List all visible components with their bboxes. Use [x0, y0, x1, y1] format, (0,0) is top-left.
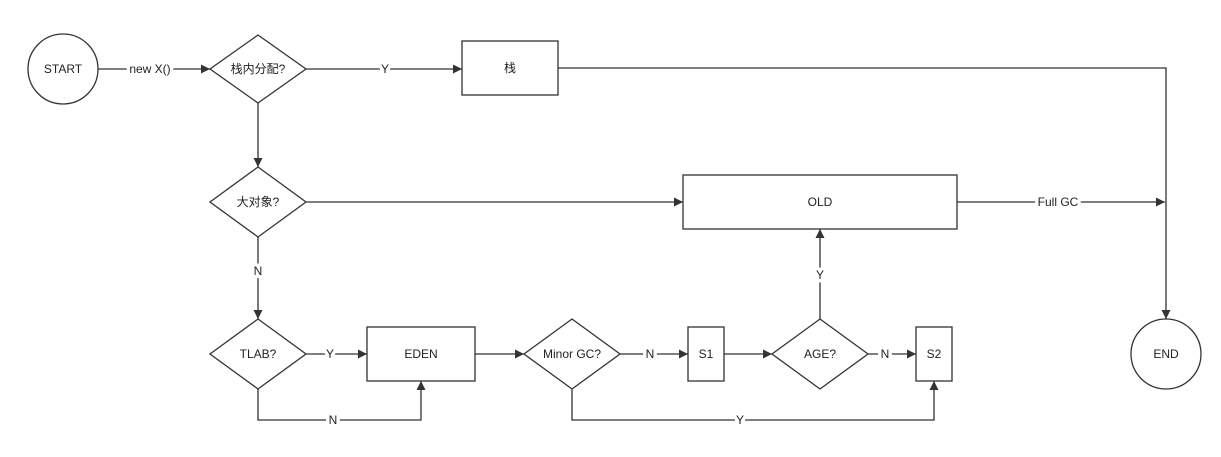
big-object-diamond: [208, 166, 308, 238]
edges: [98, 64, 1171, 421]
node-age-decision: AGE?: [770, 318, 870, 390]
edge-label-big-object-no: N: [254, 264, 263, 278]
s1-label: S1: [699, 347, 714, 361]
s1-box: [687, 326, 725, 382]
s2-label: S2: [927, 347, 942, 361]
minor-gc-label: Minor GC?: [543, 347, 601, 361]
node-tlab-decision: TLAB?: [208, 318, 308, 390]
edge-label-stack-alloc-yes: Y: [381, 62, 389, 76]
tlab-diamond: [208, 318, 308, 390]
node-s2: S2: [915, 326, 953, 382]
node-minor-gc-decision: Minor GC?: [522, 318, 622, 390]
edge-label-tlab-no: N: [329, 413, 338, 427]
end-label: END: [1153, 347, 1179, 361]
node-eden: EDEN: [366, 326, 476, 382]
stack-alloc-label: 栈内分配?: [231, 61, 286, 76]
edge-label-full-gc: Full GC: [1038, 195, 1079, 209]
node-old: OLD: [682, 174, 958, 230]
end-terminal: [1130, 318, 1202, 390]
node-big-object-decision: 大对象?: [208, 166, 308, 238]
eden-box: [366, 326, 476, 382]
edge-stack-to-end: [558, 67, 1171, 319]
edge-label-age-yes: Y: [816, 268, 824, 282]
old-box: [682, 174, 958, 230]
edge-tlab-no-to-eden: [257, 381, 426, 421]
edge-label-new-x: new X(): [129, 62, 170, 76]
big-object-label: 大对象?: [237, 195, 280, 209]
age-diamond: [770, 318, 870, 390]
node-start: START: [27, 33, 99, 105]
edge-labels: new X() Y Full GC N Y N N N Y Y: [126, 59, 1082, 431]
stack-label: 栈: [504, 60, 516, 75]
minor-gc-diamond: [522, 318, 622, 390]
node-stack: 栈: [461, 40, 559, 96]
stack-alloc-diamond: [208, 34, 308, 104]
node-stack-alloc-decision: 栈内分配?: [208, 34, 308, 104]
start-terminal: [27, 33, 99, 105]
start-label: START: [44, 62, 83, 76]
old-label: OLD: [808, 195, 833, 209]
eden-label: EDEN: [404, 347, 437, 361]
stack-box: [461, 40, 559, 96]
node-s1: S1: [687, 326, 725, 382]
edge-minor-gc-yes-to-s2: [571, 381, 939, 421]
edge-label-minor-gc-no: N: [646, 347, 655, 361]
edge-label-minor-gc-yes: Y: [736, 413, 744, 427]
tlab-label: TLAB?: [240, 347, 277, 361]
s2-box: [915, 326, 953, 382]
edge-label-age-no: N: [881, 347, 890, 361]
node-end: END: [1130, 318, 1202, 390]
age-label: AGE?: [804, 347, 836, 361]
edge-label-tlab-yes: Y: [326, 347, 334, 361]
